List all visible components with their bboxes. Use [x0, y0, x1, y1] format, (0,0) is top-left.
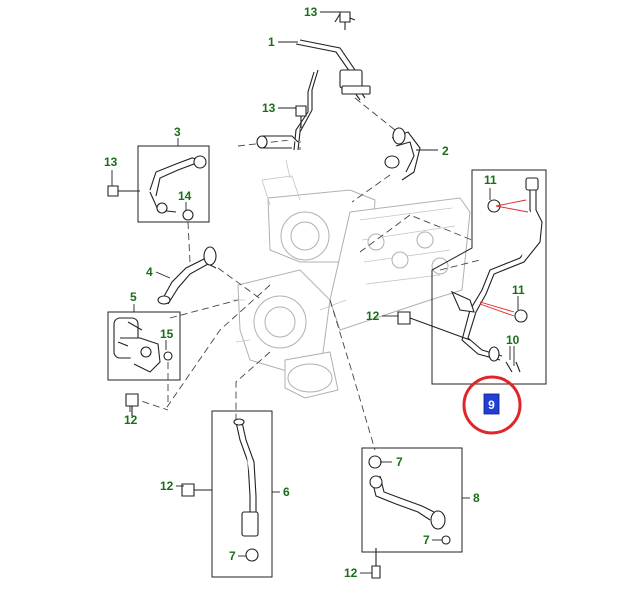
- callout-7-bottom-right: 7: [423, 533, 430, 547]
- part-3-pipe: [149, 155, 207, 214]
- callout-labels: 13 1 13 3 2 13 14 11 4 5 11 15 12 10 12 …: [104, 5, 525, 580]
- callout-12-bottom: 12: [344, 566, 358, 580]
- callout-14: 14: [178, 189, 192, 203]
- callout-2: 2: [442, 144, 449, 158]
- callout-8: 8: [473, 491, 480, 505]
- part-2-hose: [384, 127, 421, 181]
- part-9-badge: [483, 393, 500, 415]
- group-box-5: [107, 311, 181, 381]
- group-box-9-10: [431, 169, 547, 385]
- part-6-pipe: [233, 418, 259, 562]
- callout-7-right: 7: [396, 455, 403, 469]
- bolt-fasteners: [107, 11, 471, 579]
- part-4-pipe: [157, 246, 217, 305]
- callout-3: 3: [174, 125, 181, 139]
- callout-10: 10: [506, 333, 520, 347]
- part-8-hose: [368, 455, 451, 576]
- callout-15: 15: [160, 327, 174, 341]
- callout-13-left: 13: [104, 155, 118, 169]
- callout-12-right: 12: [366, 309, 380, 323]
- turbocharger-assembly-illustration: [232, 159, 471, 399]
- leader-lines: [111, 11, 529, 574]
- callout-12-bottom-left: 12: [160, 479, 174, 493]
- callout-6: 6: [283, 485, 290, 499]
- callout-1: 1: [268, 35, 275, 49]
- highlight-item-9: 9: [462, 375, 522, 435]
- callout-11-right: 11: [512, 283, 525, 297]
- connection-lines: [131, 97, 481, 451]
- part-5-bracket: [113, 317, 161, 373]
- highlight-circle: [462, 375, 522, 435]
- group-box-3: [137, 145, 210, 223]
- callout-5: 5: [130, 290, 137, 304]
- callout-9: 9: [488, 398, 495, 412]
- callout-11-top: 11: [484, 173, 497, 187]
- part-9-10-pipe: [450, 177, 543, 373]
- group-box-6: [211, 410, 273, 578]
- callout-13-top: 13: [304, 5, 318, 19]
- callout-4: 4: [146, 265, 153, 279]
- callout-12-left: 12: [124, 413, 138, 427]
- callout-7-left: 7: [229, 549, 236, 563]
- group-box-8: [361, 447, 463, 553]
- part-1-tube: [256, 13, 371, 151]
- callout-13-mid: 13: [262, 101, 276, 115]
